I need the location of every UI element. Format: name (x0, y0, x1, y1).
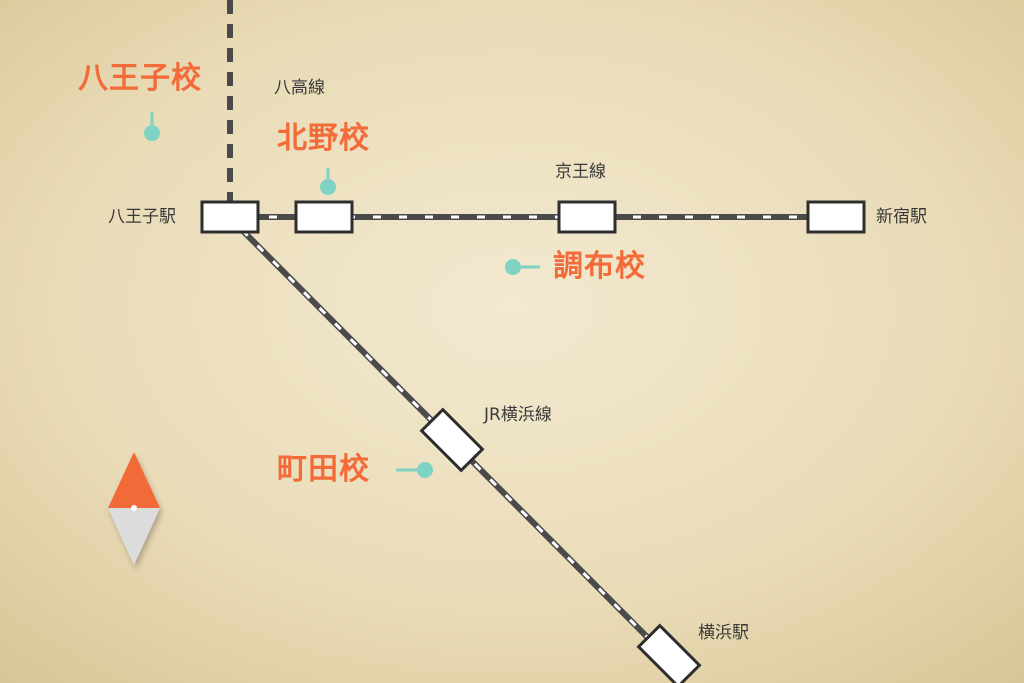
hachioji-station-label: 八王子駅 (108, 207, 176, 227)
station-keio-mid[interactable] (557, 200, 617, 234)
compass-icon (108, 452, 160, 565)
pin-marker-icon[interactable] (144, 112, 160, 141)
station-shinjuku[interactable] (806, 200, 866, 234)
station-hachioji[interactable] (200, 200, 260, 234)
keio-line-label: 京王線 (555, 162, 606, 182)
pin-marker-icon[interactable] (505, 259, 540, 275)
hachiko-line-label: 八高線 (274, 78, 325, 98)
machida-campus-label[interactable]: 町田校 (277, 452, 370, 487)
kitano-campus-label[interactable]: 北野校 (277, 121, 370, 156)
station-machida[interactable] (419, 407, 485, 473)
hachioji-campus-label[interactable]: 八王子校 (78, 61, 202, 96)
pin-marker-icon[interactable] (320, 168, 336, 195)
station-kitano[interactable] (294, 200, 354, 234)
pin-marker-icon[interactable] (396, 462, 433, 478)
yokohama-station-label: 横浜駅 (698, 623, 749, 643)
station-yokohama[interactable] (636, 623, 702, 683)
shinjuku-station-label: 新宿駅 (876, 207, 927, 227)
chofu-campus-label[interactable]: 調布校 (553, 249, 646, 284)
jr-yokohama-line-label: JR横浜線 (484, 405, 552, 425)
